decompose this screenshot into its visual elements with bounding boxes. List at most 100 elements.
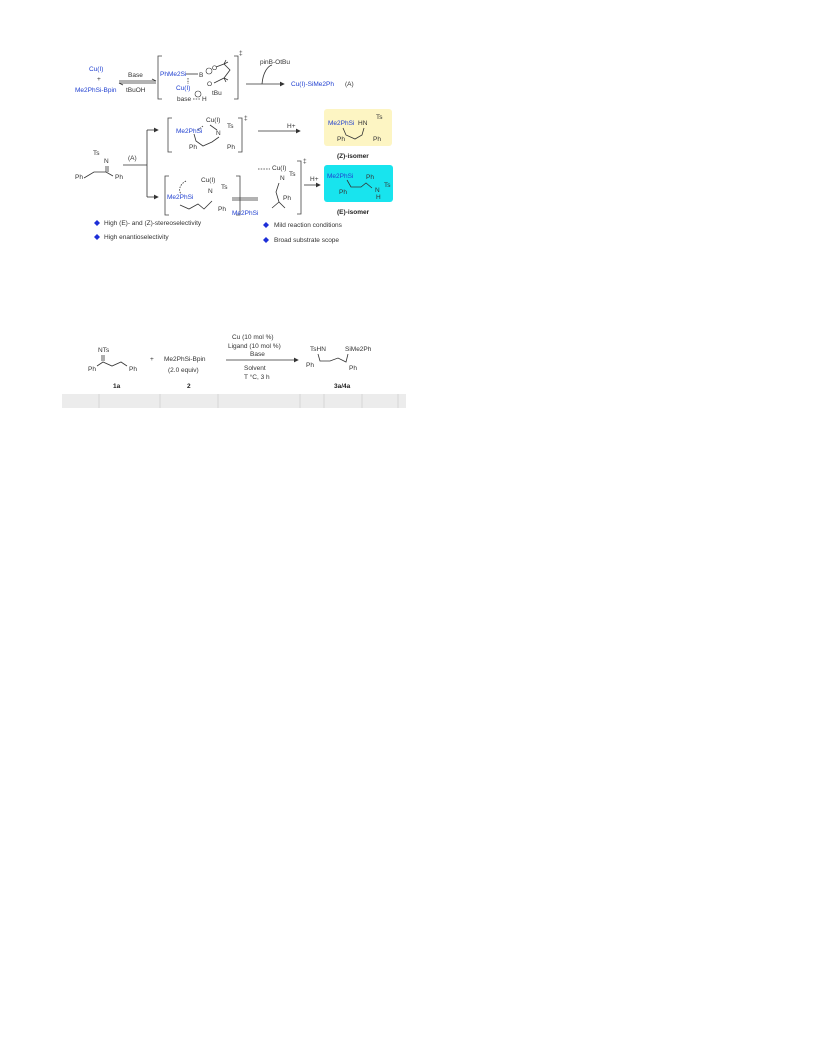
scheme-cu-silyl-formation: Cu(I) + Me2PhSi-Bpin Base tBuOH ‡ PhMe2S…	[75, 50, 354, 103]
ts-boron: B	[199, 72, 203, 79]
table-header-strip	[62, 394, 406, 408]
ts3-si: Me2PhSi	[232, 210, 258, 217]
h-plus-1: H+	[287, 123, 296, 130]
product-ph1: Ph	[306, 362, 314, 369]
byproduct-label: pinB-OtBu	[260, 59, 290, 66]
condition-cu: Cu (10 mol %)	[232, 334, 274, 341]
ts1-skeleton	[193, 133, 220, 147]
bullet-left-2: High enantioselectivity	[104, 234, 169, 241]
z-product-si: Me2PhSi	[328, 120, 354, 127]
e-product-n: N	[375, 187, 380, 194]
e-isomer-box	[324, 165, 393, 202]
ts2-bracket-right	[236, 175, 241, 216]
ts-bracket-right	[234, 55, 239, 100]
positive-charge-icon	[194, 90, 202, 98]
ts-copper: Cu(I)	[176, 85, 190, 92]
ts-h: H	[202, 96, 207, 103]
ts1-bracket-left	[167, 117, 172, 153]
ts1-bracket-right	[238, 117, 243, 153]
sm-skeleton	[96, 361, 128, 367]
ts1-ts: Ts	[227, 123, 234, 130]
product-label: 3a/4a	[334, 383, 351, 390]
sm-ph1: Ph	[88, 366, 96, 373]
ts1-cu: Cu(I)	[206, 117, 220, 124]
ts1-ph1: Ph	[189, 144, 197, 151]
ts3-ph: Ph	[283, 195, 291, 202]
z-isomer-box	[324, 109, 392, 146]
byproduct-curved-arrow	[261, 64, 273, 85]
ts1-ph2: Ph	[227, 144, 235, 151]
diamond-bullet-icon	[94, 234, 100, 240]
ts2-ts: Ts	[221, 184, 228, 191]
substrate-n: N	[104, 158, 109, 165]
ts2-si: Me2PhSi	[167, 194, 193, 201]
silylborane-label: Me2PhSi-Bpin	[75, 87, 117, 94]
ts1-n: N	[216, 130, 221, 137]
condition-ligand: Ligand (10 mol %)	[228, 343, 281, 350]
negative-charge-icon	[205, 67, 213, 75]
z-product-ph2: Ph	[373, 136, 381, 143]
condition-solvent: Solvent	[244, 365, 266, 372]
bullet-right-1: Mild reaction conditions	[274, 222, 343, 229]
base-condition: Base	[128, 72, 143, 79]
reagent-a-label: (A)	[128, 155, 137, 162]
substrate-ph2: Ph	[115, 174, 123, 181]
e-product-si: Me2PhSi	[327, 173, 353, 180]
plus-sign-2: +	[150, 356, 154, 363]
ts-dagger: ‡	[239, 50, 243, 57]
diamond-bullet-icon	[263, 222, 269, 228]
cu-reagent-label: Cu(I)	[89, 66, 103, 73]
reagent-equiv: (2.0 equiv)	[168, 367, 199, 374]
ts3-ts: Ts	[289, 171, 296, 178]
e-product-ph2: Ph	[339, 189, 347, 196]
ts3-dagger: ‡	[303, 158, 307, 165]
z-product-hn: HN	[358, 120, 368, 127]
z-isomer-label: (Z)-isomer	[337, 153, 369, 160]
ts2-ph: Ph	[218, 206, 226, 213]
sm-nts: NTs	[98, 347, 110, 354]
product-a-label: (A)	[345, 81, 354, 88]
e-isomer-label: (E)-isomer	[337, 209, 370, 216]
bullet-right-2: Broad substrate scope	[274, 237, 339, 244]
substrate-skeleton	[83, 171, 114, 179]
e-product-ph1: Ph	[366, 174, 374, 181]
ts-o2: O	[207, 81, 212, 88]
e-product-ts: Ts	[384, 182, 391, 189]
h-plus-2: H+	[310, 176, 319, 183]
cu-silyl-product: Cu(I)-SiMe2Ph	[291, 81, 334, 88]
substrate-ts: Ts	[93, 150, 100, 157]
ts1-si: Me2PhSi	[176, 128, 202, 135]
diamond-bullet-icon	[263, 237, 269, 243]
ts3-n: N	[280, 175, 285, 182]
substrate-ph1: Ph	[75, 174, 83, 181]
product-ph2: Ph	[349, 365, 357, 372]
pinacol-ring	[213, 63, 231, 84]
ts2-skeleton	[179, 200, 213, 210]
sm-label: 1a	[113, 383, 121, 390]
ts2-n: N	[208, 188, 213, 195]
ts1-dagger: ‡	[244, 115, 248, 122]
plus-sign: +	[97, 76, 101, 83]
diamond-bullet-icon	[94, 220, 100, 226]
ts2-cu: Cu(I)	[201, 177, 215, 184]
product-tshn: TsHN	[310, 346, 326, 353]
ts3-bracket-right	[297, 160, 302, 215]
silylborane-reagent: Me2PhSi-Bpin	[164, 356, 206, 363]
ts-o1: O	[212, 65, 217, 72]
condition-temp-time: T °C, 3 h	[244, 373, 270, 381]
reagent-label: 2	[187, 383, 191, 390]
ts-anion: tBu	[212, 90, 222, 97]
ts2-bracket-left	[164, 175, 169, 216]
scheme-optimization-reaction: NTs Ph Ph 1a + Me2PhSi-Bpin (2.0 equiv) …	[88, 334, 372, 390]
ts-base: base	[177, 96, 191, 103]
ts-bracket-left	[157, 55, 162, 100]
ts3-cu: Cu(I)	[272, 165, 286, 172]
product-silyl: SiMe2Ph	[345, 346, 372, 353]
scheme-mechanism: Ts N Ph Ph (A) ‡ Cu(I) Me2PhSi N Ts Ph P…	[75, 109, 393, 244]
z-product-ts: Ts	[376, 114, 383, 121]
ts-silyl: PhMe2Si	[160, 71, 186, 78]
e-product-h: H	[376, 194, 381, 201]
condition-base: Base	[250, 351, 265, 358]
bullet-left-1: High (E)- and (Z)-stereoselectivity	[104, 220, 202, 227]
